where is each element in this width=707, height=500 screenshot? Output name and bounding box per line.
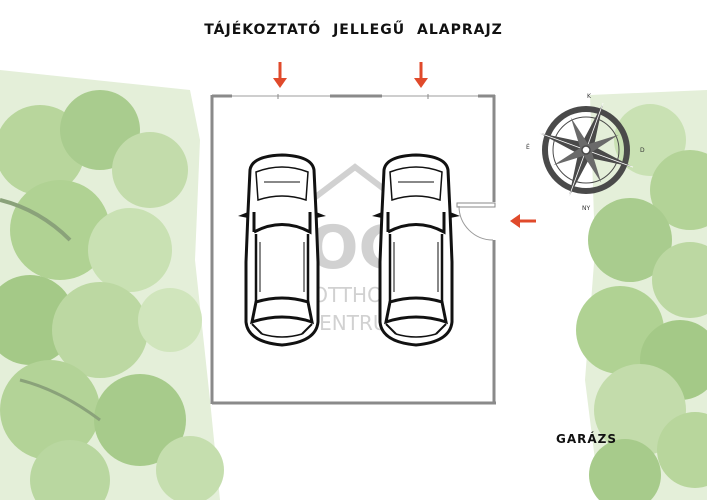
- compass-rose-icon: K D NY É: [526, 93, 645, 212]
- foliage-right: [576, 90, 707, 500]
- room-label: GARÁZS: [556, 432, 618, 446]
- plan-title: TÁJÉKOZTATÓ JELLEGŰ ALAPRAJZ: [204, 22, 503, 38]
- car-icon: [370, 153, 462, 347]
- compass-east-label: D: [640, 147, 645, 154]
- car-icon: [236, 153, 328, 347]
- compass-south-label: NY: [582, 205, 590, 212]
- compass-west-label: É: [526, 143, 530, 151]
- entrance-arrow-icon: [414, 62, 428, 88]
- entrance-arrow-icon: [273, 62, 287, 88]
- foliage-left: [0, 70, 224, 500]
- entrance-arrow-icon: [510, 214, 536, 228]
- side-door: [456, 202, 496, 241]
- compass-north-label: K: [587, 93, 592, 100]
